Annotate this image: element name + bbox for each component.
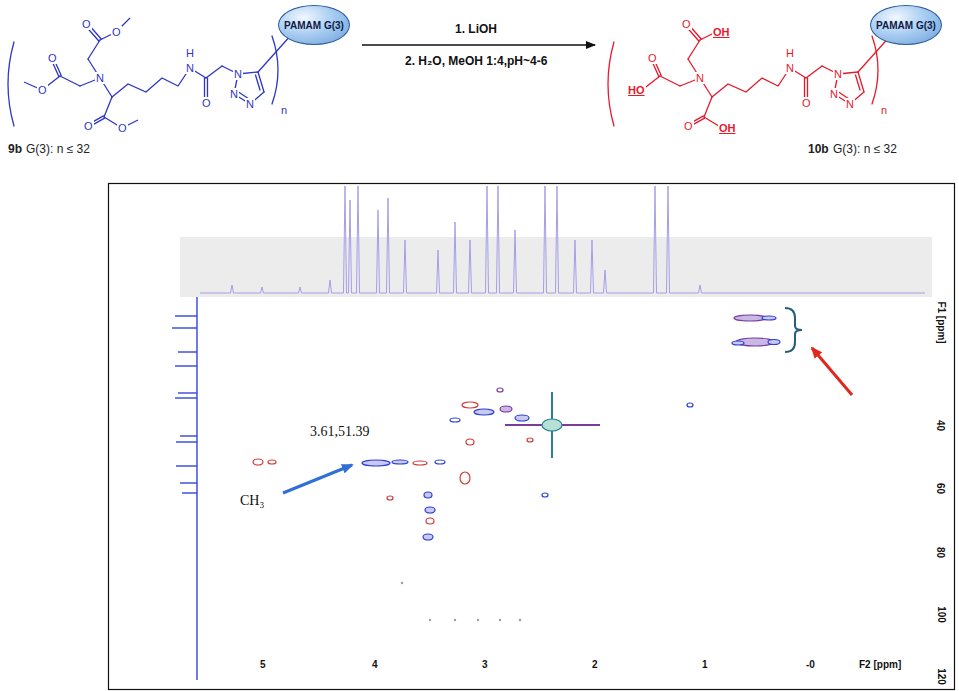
- group-bracket: [785, 308, 802, 352]
- group-label: CH₃: [240, 493, 264, 508]
- atom-label: O: [201, 97, 212, 109]
- atom-label: O: [81, 18, 92, 30]
- reagent-text: 1. LiOH: [455, 23, 497, 36]
- atom-label: N: [185, 62, 195, 74]
- atom-label: OH: [718, 122, 737, 134]
- atom-label: OH: [712, 26, 731, 38]
- atom-label: O: [37, 84, 48, 96]
- axis-title: F2 [ppm]: [859, 659, 901, 670]
- f1-projection: [172, 297, 197, 680]
- cross-peaks: [253, 315, 780, 621]
- structure-10b: [608, 23, 892, 128]
- atom-label: N: [845, 98, 855, 110]
- atom-label: O: [647, 52, 658, 64]
- axis-tick: 40: [935, 420, 946, 431]
- f2-projection: [200, 186, 925, 293]
- axis-tick: 4: [372, 659, 378, 670]
- atom-label: N: [785, 62, 795, 74]
- atom-label: O: [801, 97, 812, 109]
- axis-tick: 3: [482, 659, 488, 670]
- atom-label: N: [229, 88, 239, 100]
- structure-9b: [8, 23, 292, 128]
- atom-label: H: [785, 47, 795, 59]
- atom-label: N: [95, 72, 105, 84]
- axis-tick: 100: [936, 606, 947, 623]
- compound-number: 9b: [8, 143, 22, 156]
- axis-tick: 60: [935, 483, 946, 494]
- reaction-arrow: [362, 44, 595, 46]
- repeat-index: n: [880, 104, 888, 116]
- atom-label: O: [683, 120, 694, 132]
- atom-label: N: [829, 88, 839, 100]
- core-sphere: PAMAM G(3): [278, 5, 350, 45]
- atom-label: H: [185, 47, 195, 59]
- atom-label: N: [833, 68, 843, 80]
- spectrum-frame: [109, 184, 955, 690]
- axis-tick: 2: [592, 659, 598, 670]
- reagent-text: 2. H₂O, MeOH 1:4,pH~4-6: [405, 55, 547, 68]
- atom-label: O: [681, 18, 692, 30]
- atom-label: N: [233, 68, 243, 80]
- compound-caption: G(3): n ≤ 32: [833, 143, 897, 156]
- methyl-groups: [24, 18, 138, 128]
- node-label: PAMAM G(3): [876, 20, 936, 31]
- peak-annotation: 3.61,51.39: [310, 424, 370, 439]
- atom-label: O: [47, 52, 58, 64]
- core-sphere: PAMAM G(3): [870, 5, 942, 45]
- atom-label: O: [111, 26, 122, 38]
- compound-caption: G(3): n ≤ 32: [26, 143, 90, 156]
- atom-label: N: [245, 98, 255, 110]
- pointer-arrow: [812, 348, 852, 395]
- axis-tick: 5: [260, 659, 266, 670]
- axis-tick: 80: [935, 547, 946, 558]
- atom-label: O: [83, 120, 94, 132]
- atom-label: O: [117, 122, 128, 134]
- axis-tick: 120: [936, 668, 947, 685]
- axis-tick: -0: [806, 659, 815, 670]
- axis-tick: 1: [702, 659, 708, 670]
- node-label: PAMAM G(3): [284, 20, 344, 31]
- repeat-index: n: [280, 104, 288, 116]
- axis-title: F1 [ppm]: [936, 301, 947, 343]
- compound-number: 10b: [808, 143, 829, 156]
- pointer-arrow: [283, 465, 352, 493]
- atom-label: N: [695, 72, 705, 84]
- atom-label: HO: [627, 84, 646, 96]
